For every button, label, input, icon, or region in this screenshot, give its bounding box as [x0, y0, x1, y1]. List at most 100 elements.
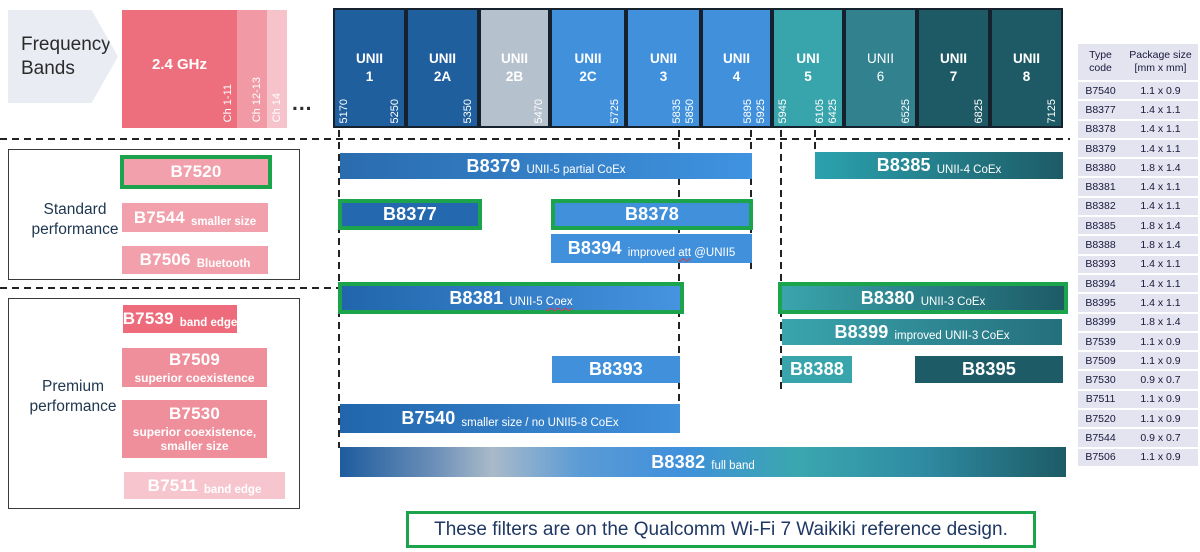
table-cell-type-code: B8394 — [1085, 277, 1116, 290]
filter-code: B8382 — [651, 451, 706, 472]
freq-label: 6425 — [826, 98, 839, 123]
filter-note: superior coexistence, smaller size — [132, 424, 257, 454]
misspelled-word: att — [678, 246, 692, 259]
filter-code: B8393 — [588, 359, 644, 379]
freq-label: 5725 — [608, 98, 621, 123]
freq-label: 5170 — [338, 98, 350, 123]
table-cell-package-size: 0.9 x 0.7 — [1140, 431, 1181, 444]
footnote: These filters are on the Qualcomm Wi-Fi … — [406, 511, 1036, 548]
filter-note: smaller size / no UNII5-8 CoEx — [461, 416, 619, 429]
table-cell-type-code: B7539 — [1085, 335, 1116, 348]
table-cell-package-size: 1.8 x 1.4 — [1140, 161, 1181, 174]
frequency-bands-arrow: Frequency Bands — [8, 10, 118, 103]
premium-performance-label: Premium performance — [29, 378, 117, 416]
dashed-guide-5945 — [780, 130, 782, 389]
table-cell-type-code: B8382 — [1085, 200, 1116, 213]
table-cell-package-size: 1.1 x 0.9 — [1140, 412, 1181, 425]
filter-code: B7540 — [401, 408, 456, 428]
freq-label: 5895 — [741, 98, 754, 123]
band-2-4ghz: 2.4 GHz Ch 1-11 Ch 12-13 Ch 14 — [122, 10, 287, 128]
filter-code: B7520 — [170, 162, 222, 181]
table-cell-type-code: B7520 — [1085, 412, 1116, 425]
table-cell-type-code: B8395 — [1085, 296, 1116, 309]
band-label-line: 1 — [365, 68, 374, 84]
band-label-line: 2B — [505, 68, 524, 84]
standard-performance-label: Standard performance — [31, 201, 119, 239]
filter-note: improved UNII-3 CoEx — [894, 330, 1010, 342]
filter-code: B8388 — [789, 359, 845, 379]
filter-bar-b8377: B8377 — [338, 199, 482, 230]
band-2-4ghz-main-segment — [122, 10, 237, 128]
band-label-line: UNII — [356, 51, 383, 66]
channel-label-14: Ch 14 — [270, 92, 283, 122]
table-cell-package-size: 1.1 x 0.9 — [1140, 393, 1181, 406]
band-unii-7: UNII 7 6825 — [917, 8, 990, 128]
filter-code: B7530 — [168, 404, 221, 424]
dashed-divider-groups — [0, 287, 339, 289]
band-label-line: UNII — [429, 51, 456, 66]
filter-code: B8395 — [961, 359, 1017, 379]
band-label-line: 8 — [1022, 68, 1031, 84]
filter-bar-b8388: B8388 — [782, 356, 852, 383]
filter-code: B7506 — [139, 250, 191, 269]
channel-label-12-13: Ch 12-13 — [250, 76, 263, 122]
band-label-line: 2C — [579, 68, 597, 84]
table-cell-type-code: B8378 — [1085, 123, 1116, 136]
band-label-line: UNII — [940, 51, 967, 66]
filter-note: UNII-5 partial CoEx — [526, 164, 626, 176]
band-label-line: 3 — [659, 68, 668, 84]
channel-label-1-11: Ch 1-11 — [221, 83, 234, 122]
freq-label-group: 5350 — [462, 99, 474, 123]
table-row: B8394 1.4 x 1.1 — [1078, 274, 1198, 293]
band-label-line: UNII — [501, 51, 528, 66]
table-row: B8395 1.4 x 1.1 — [1078, 294, 1198, 312]
table-cell-type-code: B7530 — [1085, 374, 1116, 387]
band-label-line: 5 — [804, 68, 812, 84]
filter-note: band edge — [203, 483, 262, 496]
freq-label-group: 7125 — [1046, 99, 1058, 123]
table-cell-package-size: 1.1 x 0.9 — [1140, 354, 1181, 367]
table-cell-package-size: 1.4 x 1.1 — [1140, 123, 1181, 136]
freq-label: 5945 — [777, 98, 789, 123]
filter-note: superior coexistence — [134, 370, 255, 385]
table-cell-package-size: 1.4 x 1.1 — [1140, 277, 1181, 290]
band-label-line: 7 — [949, 68, 958, 84]
filter-code: B8377 — [382, 204, 438, 224]
table-cell-package-size: 1.4 x 1.1 — [1140, 103, 1181, 116]
freq-label-group: 5250 — [389, 99, 401, 123]
table-cell-type-code: B8381 — [1085, 181, 1116, 194]
filter-note: UNII-3 CoEx — [920, 296, 986, 308]
table-cell-package-size: 1.1 x 0.9 — [1140, 84, 1181, 97]
table-cell-type-code: B8388 — [1085, 239, 1116, 252]
freq-label: 7125 — [1045, 98, 1058, 123]
table-cell-type-code: B8393 — [1085, 258, 1116, 271]
table-cell-type-code: B8380 — [1085, 161, 1116, 174]
freq-label: 5250 — [388, 98, 401, 123]
filter-bar-b8393: B8393 — [552, 356, 680, 383]
filter-bar-b7540: B7540 smaller size / no UNII5-8 CoEx — [340, 404, 680, 433]
table-cell-package-size: 1.4 x 1.1 — [1140, 296, 1181, 309]
freq-label: 5925 — [754, 98, 767, 123]
table-row: B8378 1.4 x 1.1 — [1078, 120, 1198, 138]
freq-label-group: 6825 — [973, 99, 985, 123]
